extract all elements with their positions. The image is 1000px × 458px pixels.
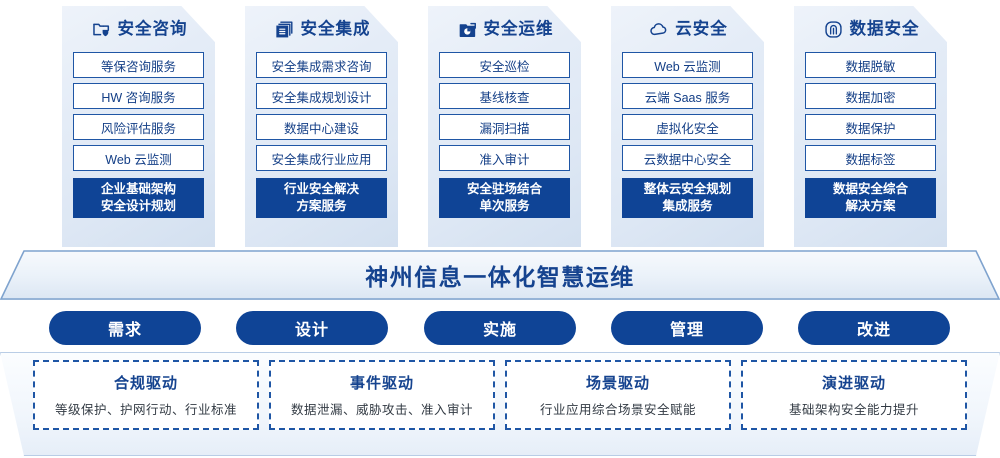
pillar-title: 安全咨询 xyxy=(117,19,188,38)
driver-subtitle: 等级保护、护网行动、行业标准 xyxy=(54,403,237,417)
pillar-item[interactable]: 云端 Saas 服务 xyxy=(622,83,753,109)
pillar-cards-row: 安全咨询 等保咨询服务 HW 咨询服务 风险评估服务 Web 云监测 企业基础架… xyxy=(62,6,947,247)
pillar-highlight-line: 解决方案 xyxy=(845,199,896,213)
pillar-card-cloud-security[interactable]: 云安全 Web 云监测 云端 Saas 服务 虚拟化安全 云数据中心安全 整体云… xyxy=(611,6,764,247)
pillar-highlight[interactable]: 企业基础架构 安全设计规划 xyxy=(73,178,204,218)
pillar-header: 安全集成 xyxy=(245,6,398,52)
driver-title: 事件驱动 xyxy=(349,375,414,392)
fingerprint-icon xyxy=(824,20,843,39)
pillar-highlight[interactable]: 整体云安全规划 集成服务 xyxy=(622,178,753,218)
pillar-item[interactable]: 准入审计 xyxy=(439,145,570,171)
pillar-title: 数据安全 xyxy=(849,19,920,38)
pillar-highlight[interactable]: 安全驻场结合 单次服务 xyxy=(439,178,570,218)
pillar-item-list: Web 云监测 云端 Saas 服务 虚拟化安全 云数据中心安全 xyxy=(611,52,764,171)
driver-title: 合规驱动 xyxy=(113,375,178,392)
pillar-item[interactable]: Web 云监测 xyxy=(622,52,753,78)
pillar-title: 安全运维 xyxy=(483,19,554,38)
phase-pill-improvement[interactable]: 改进 xyxy=(798,311,950,345)
pillar-header: 安全咨询 xyxy=(62,6,215,52)
monitor-chart-icon xyxy=(458,20,477,39)
phase-pill-requirement[interactable]: 需求 xyxy=(49,311,201,345)
pillar-item[interactable]: 数据保护 xyxy=(805,114,936,140)
pillar-header: 数据安全 xyxy=(794,6,947,52)
pillar-item[interactable]: 漏洞扫描 xyxy=(439,114,570,140)
drivers-section: 合规驱动 等级保护、护网行动、行业标准 事件驱动 数据泄漏、威胁攻击、准入审计 … xyxy=(0,352,1000,456)
pillar-item-list: 数据脱敏 数据加密 数据保护 数据标签 xyxy=(794,52,947,171)
pillar-title: 安全集成 xyxy=(300,19,371,38)
pillar-highlight-line: 安全驻场结合 xyxy=(466,182,542,196)
pillar-item-list: 安全集成需求咨询 安全集成规划设计 数据中心建设 安全集成行业应用 xyxy=(245,52,398,171)
pillar-card-data-security[interactable]: 数据安全 数据脱敏 数据加密 数据保护 数据标签 数据安全综合 解决方案 xyxy=(794,6,947,247)
phase-pill-management[interactable]: 管理 xyxy=(611,311,763,345)
pillar-card-security-integration[interactable]: 安全集成 安全集成需求咨询 安全集成规划设计 数据中心建设 安全集成行业应用 行… xyxy=(245,6,398,247)
phase-pill-row: 需求 设计 实施 管理 改进 xyxy=(0,311,1000,347)
pillar-highlight-line: 行业安全解决 xyxy=(283,182,359,196)
pillar-highlight[interactable]: 数据安全综合 解决方案 xyxy=(805,178,936,218)
pillar-item[interactable]: 安全集成行业应用 xyxy=(256,145,387,171)
pillar-highlight[interactable]: 行业安全解决 方案服务 xyxy=(256,178,387,218)
phase-pill-design[interactable]: 设计 xyxy=(236,311,388,345)
driver-subtitle: 基础架构安全能力提升 xyxy=(788,403,919,417)
pillar-highlight-line: 企业基础架构 xyxy=(100,182,176,196)
pillar-card-security-consulting[interactable]: 安全咨询 等保咨询服务 HW 咨询服务 风险评估服务 Web 云监测 企业基础架… xyxy=(62,6,215,247)
pillar-item[interactable]: HW 咨询服务 xyxy=(73,83,204,109)
driver-card-compliance[interactable]: 合规驱动 等级保护、护网行动、行业标准 xyxy=(33,360,259,430)
banner-title: 神州信息一体化智慧运维 xyxy=(365,264,635,290)
pillar-item[interactable]: 安全集成规划设计 xyxy=(256,83,387,109)
pillar-item[interactable]: 云数据中心安全 xyxy=(622,145,753,171)
pillar-card-security-operations[interactable]: 安全运维 安全巡检 基线核查 漏洞扫描 准入审计 安全驻场结合 单次服务 xyxy=(428,6,581,247)
phase-pill-implementation[interactable]: 实施 xyxy=(424,311,576,345)
pillar-header: 云安全 xyxy=(611,6,764,52)
pillar-item[interactable]: Web 云监测 xyxy=(73,145,204,171)
pillar-highlight-line: 单次服务 xyxy=(479,199,530,213)
pillar-item-list: 安全巡检 基线核查 漏洞扫描 准入审计 xyxy=(428,52,581,171)
driver-card-scenario[interactable]: 场景驱动 行业应用综合场景安全赋能 xyxy=(505,360,731,430)
driver-subtitle: 行业应用综合场景安全赋能 xyxy=(539,403,696,417)
pillar-item[interactable]: 安全集成需求咨询 xyxy=(256,52,387,78)
pillar-item[interactable]: 数据加密 xyxy=(805,83,936,109)
pillar-highlight-line: 安全设计规划 xyxy=(100,199,176,213)
pillar-highlight-line: 数据安全综合 xyxy=(832,182,908,196)
pillar-item[interactable]: 数据脱敏 xyxy=(805,52,936,78)
pillar-item[interactable]: 虚拟化安全 xyxy=(622,114,753,140)
pillar-highlight-line: 方案服务 xyxy=(296,199,347,213)
banner-outline xyxy=(0,250,1000,300)
stacked-documents-icon xyxy=(275,20,294,39)
pillar-header: 安全运维 xyxy=(428,6,581,52)
driver-card-evolution[interactable]: 演进驱动 基础架构安全能力提升 xyxy=(741,360,967,430)
driver-title: 演进驱动 xyxy=(821,375,886,392)
folder-shield-icon xyxy=(92,20,111,39)
pillar-item[interactable]: 数据标签 xyxy=(805,145,936,171)
pillar-title: 云安全 xyxy=(675,19,728,38)
pillar-item-list: 等保咨询服务 HW 咨询服务 风险评估服务 Web 云监测 xyxy=(62,52,215,171)
pillar-item[interactable]: 基线核查 xyxy=(439,83,570,109)
driver-subtitle: 数据泄漏、威胁攻击、准入审计 xyxy=(290,403,473,417)
pillar-highlight-line: 整体云安全规划 xyxy=(643,182,732,196)
cloud-icon xyxy=(649,20,668,39)
pillar-highlight-line: 集成服务 xyxy=(662,199,713,213)
driver-title: 场景驱动 xyxy=(585,375,650,392)
pillar-item[interactable]: 风险评估服务 xyxy=(73,114,204,140)
banner-trapezoid xyxy=(0,250,1000,300)
platform-banner: 神州信息一体化智慧运维 xyxy=(0,250,1000,300)
pillar-item[interactable]: 等保咨询服务 xyxy=(73,52,204,78)
drivers-row: 合规驱动 等级保护、护网行动、行业标准 事件驱动 数据泄漏、威胁攻击、准入审计 … xyxy=(0,360,1000,448)
pillar-item[interactable]: 安全巡检 xyxy=(439,52,570,78)
pillar-item[interactable]: 数据中心建设 xyxy=(256,114,387,140)
driver-card-incident[interactable]: 事件驱动 数据泄漏、威胁攻击、准入审计 xyxy=(269,360,495,430)
